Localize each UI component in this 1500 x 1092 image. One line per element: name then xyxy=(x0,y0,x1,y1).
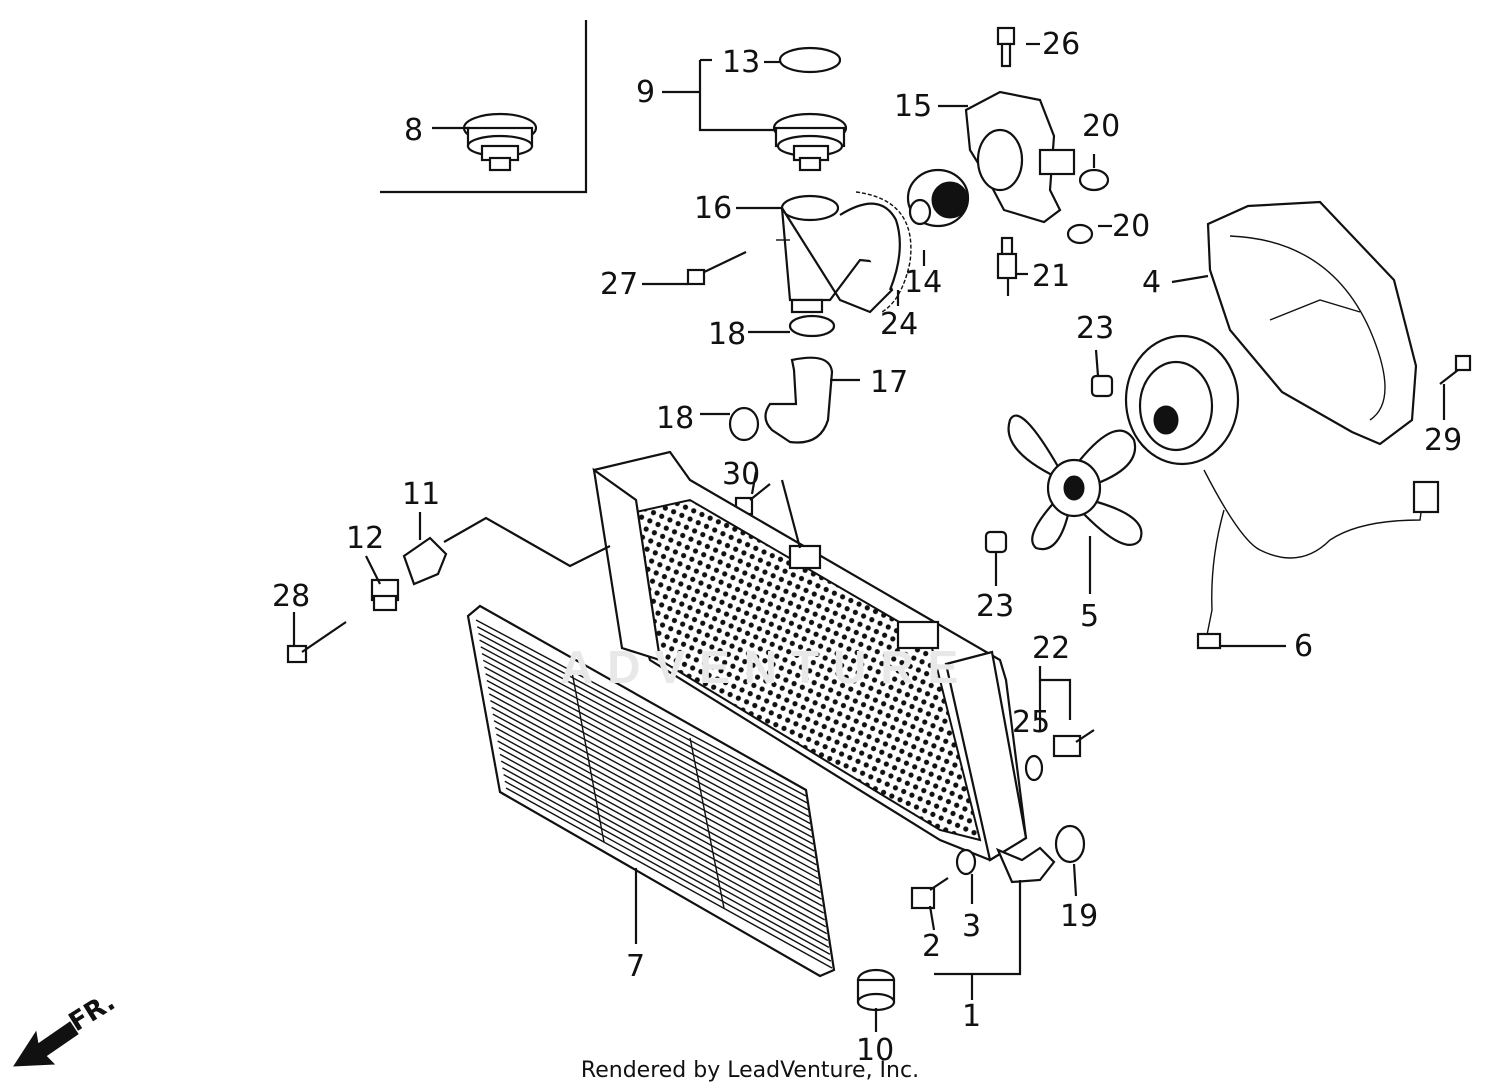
callout-10: 10 xyxy=(856,1033,894,1068)
fan-motor-part xyxy=(1124,334,1240,466)
callout-26: 26 xyxy=(1042,27,1080,62)
callout-19: 19 xyxy=(1060,899,1098,934)
callout-20a: 20 xyxy=(1082,109,1120,144)
callout-1: 1 xyxy=(962,999,981,1034)
grille-slat xyxy=(497,740,826,921)
callout-22: 22 xyxy=(1032,631,1070,666)
bolt-part-27 xyxy=(686,251,747,286)
grille-slat xyxy=(496,733,825,914)
callout-29: 29 xyxy=(1424,423,1462,458)
grommet-part-11 xyxy=(402,536,448,586)
grille-slat xyxy=(486,679,816,859)
callout-7: 7 xyxy=(626,949,645,984)
callout-20b: 20 xyxy=(1112,209,1150,244)
grille-slat xyxy=(481,652,812,832)
grille-slat xyxy=(505,787,833,969)
nut-part-23a xyxy=(1090,374,1114,398)
bolt-part-26 xyxy=(996,26,1016,68)
render-credit: Rendered by LeadVenture, Inc. xyxy=(580,1058,920,1083)
grille-slat xyxy=(504,780,832,962)
grille-slat xyxy=(500,760,829,942)
filler-neck-part xyxy=(776,194,901,314)
leader-lines xyxy=(292,42,1446,1032)
grille-slat xyxy=(493,720,822,900)
hose-clamp-part-18a xyxy=(788,314,836,338)
callout-14: 14 xyxy=(904,265,942,300)
grille-slat xyxy=(480,646,811,825)
callout-2: 2 xyxy=(922,929,941,964)
grille-slat xyxy=(482,659,813,838)
watermark: ADVENTURE xyxy=(560,641,973,693)
lower-outlet-pipe xyxy=(995,846,1056,884)
callout-16: 16 xyxy=(694,191,732,226)
gasket-part xyxy=(855,191,912,313)
callout-28: 28 xyxy=(272,579,310,614)
callout-24: 24 xyxy=(880,307,918,342)
grille-slat xyxy=(475,619,807,797)
callout-23a: 23 xyxy=(1076,311,1114,346)
grille-slat xyxy=(476,626,808,804)
callout-12: 12 xyxy=(346,521,384,556)
sensor-part-21 xyxy=(996,236,1018,296)
callout-4: 4 xyxy=(1142,265,1161,300)
callout-21: 21 xyxy=(1032,259,1070,294)
fan-shroud-part xyxy=(1206,200,1418,446)
grille-slat xyxy=(503,773,831,955)
hose-clamp-part-18b xyxy=(728,406,760,442)
nut-part-19 xyxy=(1054,824,1086,864)
callout-23b: 23 xyxy=(976,589,1014,624)
o-ring-part-25 xyxy=(1024,754,1044,782)
bolt-part-29 xyxy=(1439,354,1472,385)
callout-3: 3 xyxy=(962,909,981,944)
callout-labels: 8 9 13 16 27 18 17 18 15 26 20 20 21 14 … xyxy=(272,27,1462,1068)
inset-box-part-8 xyxy=(380,20,588,194)
grille-slat xyxy=(478,632,809,811)
thermostat-housing-part xyxy=(964,90,1076,224)
nut-part-23b xyxy=(984,530,1008,554)
grille-slat xyxy=(490,700,819,880)
callout-9: 9 xyxy=(636,75,655,110)
wiring-harness-part xyxy=(1196,469,1440,650)
washer-part-3 xyxy=(955,848,977,876)
grille-slat xyxy=(487,686,817,866)
front-direction-indicator: FR. xyxy=(13,987,121,1067)
grille-slat xyxy=(485,673,815,852)
grille-slat xyxy=(494,726,823,907)
callout-27: 27 xyxy=(600,267,638,302)
radiator-cap-alt-part xyxy=(462,112,538,172)
grille-slat xyxy=(499,753,828,935)
callout-8: 8 xyxy=(404,113,423,148)
grille-slat xyxy=(488,693,818,873)
callout-5: 5 xyxy=(1080,599,1099,634)
grille-slat xyxy=(491,706,820,887)
clip-part-20a xyxy=(1078,168,1110,192)
callout-13: 13 xyxy=(722,45,760,80)
grille-slat xyxy=(479,639,810,818)
callout-18b: 18 xyxy=(656,401,694,436)
radiator-cap-part xyxy=(698,46,848,172)
sensor-part-22 xyxy=(1052,729,1095,758)
callout-11: 11 xyxy=(402,477,440,512)
bolt-part-28 xyxy=(286,621,347,664)
hose-part-17 xyxy=(764,356,834,444)
bolt-part-2 xyxy=(910,877,949,910)
grille-slat xyxy=(484,666,814,845)
callout-30: 30 xyxy=(722,457,760,492)
grille-slat xyxy=(502,767,830,948)
fan-blade-part xyxy=(1007,414,1143,551)
thermostat-part xyxy=(906,168,970,228)
callout-15: 15 xyxy=(894,89,932,124)
collar-part-12 xyxy=(370,578,400,612)
callout-25: 25 xyxy=(1012,705,1050,740)
clip-part-20b xyxy=(1066,223,1094,245)
callout-17: 17 xyxy=(870,365,908,400)
callout-18a: 18 xyxy=(708,317,746,352)
radiator-grille-part xyxy=(466,604,836,978)
callout-6: 6 xyxy=(1294,629,1313,664)
grille-slat xyxy=(498,747,827,928)
rubber-mount-part-10 xyxy=(856,968,896,1012)
grille-slat xyxy=(492,713,821,893)
radiator-part xyxy=(592,450,1028,862)
